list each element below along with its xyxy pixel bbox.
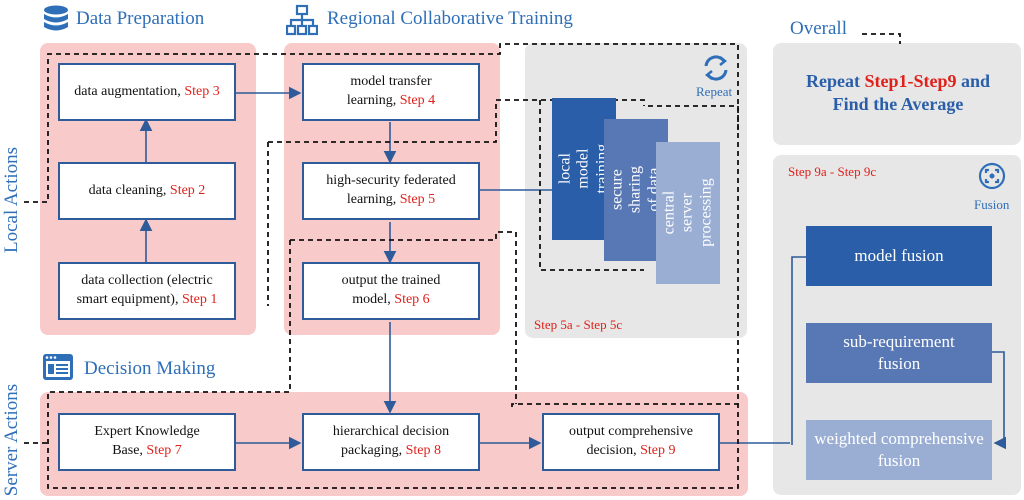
- browser-window-icon: [42, 353, 74, 381]
- overall-text: Find the Average: [832, 94, 964, 115]
- repeat-range: Step 5a - Step 5c: [534, 317, 623, 332]
- step-6-output-model: output the trained model, Step 6: [302, 262, 480, 320]
- hierarchy-icon: [285, 4, 319, 36]
- step-1-data-collection: data collection (electric smart equipment…: [58, 262, 236, 320]
- step-4-model-transfer: model transfer learning, Step 4: [302, 63, 480, 121]
- overall-statement: Repeat Step1-Step9 and Find the Average: [780, 70, 1016, 117]
- step-text: hierarchical decision: [332, 424, 450, 440]
- overall-zone: [773, 43, 1021, 145]
- step-number: Step 4: [399, 93, 436, 108]
- weighted-fusion-box: weighted comprehensive fusion: [806, 420, 992, 480]
- step-number: Step 6: [394, 292, 430, 307]
- overall-text: Repeat: [805, 71, 865, 91]
- step-number: Step 1: [181, 292, 218, 307]
- data-preparation-title: Data Preparation: [76, 8, 205, 29]
- step-text: Base,: [112, 443, 147, 458]
- step-2-data-cleaning: data cleaning, Step 2: [58, 162, 236, 220]
- step-number: Step 3: [184, 83, 220, 99]
- step-text: packaging,: [341, 443, 406, 458]
- step-number: Step 9: [640, 443, 676, 458]
- step-number: Step 7: [146, 443, 182, 458]
- step-3-data-augmentation: data augmentation, Step 3: [58, 63, 236, 121]
- repeat-label: Repeat: [696, 84, 733, 99]
- step-text: Expert Knowledge: [94, 424, 200, 440]
- fusion-item-label: model fusion: [854, 245, 944, 265]
- repeat-icon: [700, 52, 732, 84]
- step-text: model,: [352, 292, 395, 307]
- step-text: output the trained: [341, 273, 441, 289]
- sub-requirement-fusion-box: sub-requirement fusion: [806, 323, 992, 383]
- step-5-federated-learning: high-security federated learning, Step 5: [302, 162, 480, 220]
- step-number: Step 2: [169, 182, 206, 198]
- step-text: smart equipment),: [76, 292, 182, 307]
- step-8-hierarchical-decision: hierarchical decision packaging, Step 8: [302, 413, 480, 471]
- card-central-server: central server processing: [656, 142, 720, 284]
- step-9-comprehensive-decision: output comprehensive decision, Step 9: [542, 413, 720, 471]
- step-text: decision,: [586, 443, 641, 458]
- fusion-item-label: sub-requirement fusion: [843, 331, 955, 373]
- decision-making-title: Decision Making: [84, 358, 216, 379]
- database-icon: [42, 4, 70, 36]
- fusion-label: Fusion: [974, 197, 1010, 212]
- step-text: output comprehensive: [568, 424, 694, 440]
- overall-steps: Step1-Step9: [864, 71, 957, 91]
- step-text: model transfer: [350, 74, 432, 90]
- fusion-range: Step 9a - Step 9c: [788, 164, 877, 179]
- step-text: learning,: [346, 192, 400, 207]
- step-number: Step 8: [405, 443, 441, 458]
- step-text: high-security federated: [326, 173, 456, 189]
- regional-training-title: Regional Collaborative Training: [327, 8, 573, 29]
- step-text: data augmentation,: [74, 83, 185, 99]
- fusion-icon: [978, 162, 1006, 190]
- card-label: central server processing: [660, 178, 715, 248]
- step-text: data collection (electric: [81, 273, 213, 289]
- step-number: Step 5: [399, 192, 436, 207]
- model-fusion-box: model fusion: [806, 226, 992, 286]
- overall-title: Overall: [790, 18, 847, 39]
- fusion-item-label: weighted comprehensive fusion: [814, 428, 984, 470]
- step-text: data cleaning,: [88, 182, 170, 198]
- overall-text: and: [956, 71, 991, 91]
- step-text: learning,: [346, 93, 400, 108]
